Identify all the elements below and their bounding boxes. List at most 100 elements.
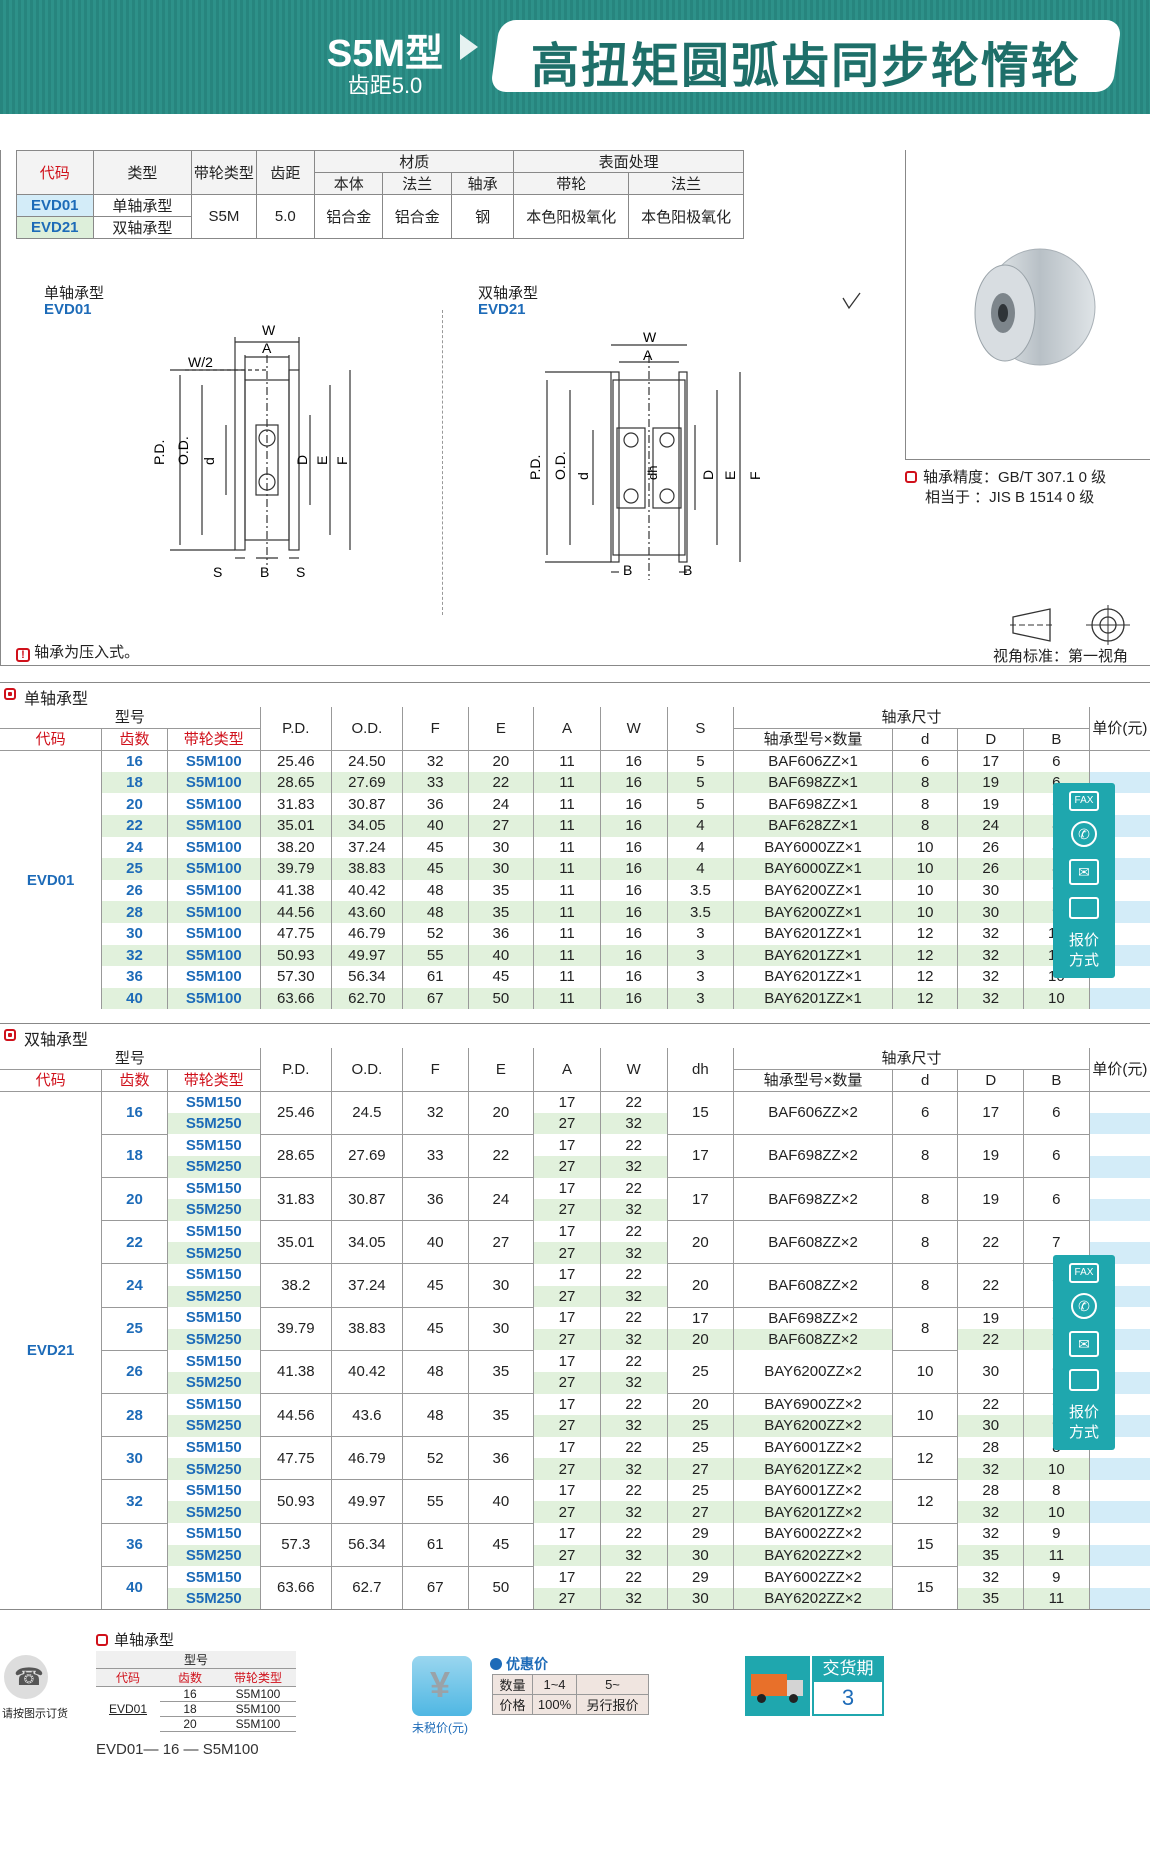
table-cell: 11 bbox=[533, 814, 601, 837]
contact-box-2[interactable]: FAX ✆ ✉ 报价 方式 bbox=[1053, 1255, 1115, 1450]
single-h-belt: 带轮类型 bbox=[167, 728, 261, 751]
section-bullet-icon bbox=[4, 688, 16, 700]
price-cell[interactable] bbox=[1089, 1199, 1150, 1221]
table-cell: S5M100 bbox=[167, 944, 261, 967]
double-label: 双轴承型 bbox=[478, 285, 539, 302]
table-cell: 17 bbox=[533, 1307, 601, 1329]
table-cell: BAY6200ZZ×1 bbox=[733, 879, 893, 902]
order-section-title: 单轴承型 bbox=[114, 1632, 175, 1649]
price-cell[interactable] bbox=[1089, 1501, 1150, 1524]
table-cell: BAF608ZZ×2 bbox=[733, 1263, 893, 1308]
table-cell: 24 bbox=[468, 1177, 535, 1222]
double-h-brg-model: 轴承型号×数量 bbox=[733, 1069, 893, 1092]
table-cell: 32 bbox=[957, 1501, 1025, 1524]
price-cell[interactable] bbox=[1089, 1155, 1150, 1178]
discount-title: 优惠价 bbox=[490, 1654, 548, 1674]
contact-box-1[interactable]: FAX ✆ ✉ 报价 方式 bbox=[1053, 783, 1115, 978]
table-cell: 8 bbox=[892, 1307, 959, 1351]
discount-q2: 5~ bbox=[576, 1674, 649, 1695]
double-h-B: B bbox=[1023, 1069, 1090, 1092]
table-cell: S5M150 bbox=[167, 1566, 261, 1588]
price-cell[interactable] bbox=[1089, 1566, 1150, 1588]
table-cell: 27 bbox=[533, 1242, 601, 1264]
table-cell: 30 bbox=[957, 901, 1025, 923]
bullet-icon bbox=[96, 1634, 108, 1646]
price-cell[interactable] bbox=[1089, 1544, 1150, 1567]
table-cell: 11 bbox=[533, 901, 601, 923]
price-cell[interactable] bbox=[1089, 1112, 1150, 1135]
price-cell[interactable] bbox=[1089, 1587, 1150, 1610]
table-cell: 32 bbox=[600, 1155, 668, 1178]
table-cell: 35.01 bbox=[260, 1220, 332, 1265]
table-cell: BAY6002ZZ×2 bbox=[733, 1566, 893, 1588]
price-cell[interactable] bbox=[1089, 1523, 1150, 1545]
table-cell: BAF698ZZ×1 bbox=[733, 771, 893, 794]
price-cell[interactable] bbox=[1089, 987, 1150, 1010]
table-cell: 27 bbox=[533, 1328, 601, 1351]
single-bearing-drawing: W A W/2 P.D. O.D. d D E F S B S bbox=[151, 322, 351, 580]
table-cell: 56.34 bbox=[331, 966, 403, 988]
table-cell: BAY6202ZZ×2 bbox=[733, 1544, 893, 1567]
table-cell: 46.79 bbox=[331, 1436, 403, 1481]
table-cell: 32 bbox=[600, 1371, 668, 1394]
table-cell: 8 bbox=[892, 771, 959, 794]
single-h-a: A bbox=[533, 707, 601, 751]
table-cell: 24.5 bbox=[331, 1091, 403, 1135]
table-cell: 15 bbox=[667, 1091, 735, 1135]
price-cell[interactable] bbox=[1089, 1134, 1150, 1156]
table-cell: BAY6001ZZ×2 bbox=[733, 1479, 893, 1502]
table-cell: 61 bbox=[402, 966, 469, 988]
price-cell[interactable] bbox=[1089, 1479, 1150, 1502]
table-cell: 3 bbox=[667, 944, 735, 967]
price-cell[interactable] bbox=[1089, 750, 1150, 772]
double-section-bar: 双轴承型 bbox=[0, 1023, 1150, 1049]
single-h-pd: P.D. bbox=[260, 707, 332, 751]
delivery-days: 3 bbox=[814, 1682, 882, 1714]
table-cell: 17 bbox=[667, 1307, 735, 1329]
table-cell: 27.69 bbox=[331, 1134, 403, 1179]
table-cell: 26 bbox=[101, 879, 168, 902]
table-cell: 28.65 bbox=[260, 1134, 332, 1179]
table-cell: S5M250 bbox=[167, 1155, 261, 1178]
order-h-belt: 带轮类型 bbox=[220, 1668, 296, 1687]
dim-w2: W/2 bbox=[188, 354, 213, 370]
order-teeth-1: 16 bbox=[160, 1686, 220, 1702]
spec-h-flange2: 法兰 bbox=[628, 172, 744, 195]
spec-h-code: 代码 bbox=[16, 150, 94, 195]
table-cell: 27 bbox=[667, 1501, 735, 1524]
table-cell: 30.87 bbox=[331, 1177, 403, 1222]
table-cell: 17 bbox=[533, 1566, 601, 1588]
price-cell[interactable] bbox=[1089, 1220, 1150, 1243]
table-cell: 35.01 bbox=[260, 814, 332, 837]
table-cell: S5M100 bbox=[167, 771, 261, 794]
table-cell: 25 bbox=[667, 1350, 735, 1395]
price-cell[interactable] bbox=[1089, 1177, 1150, 1200]
table-cell: 25.46 bbox=[260, 1091, 332, 1135]
table-cell: 49.97 bbox=[331, 1479, 403, 1524]
price-cell[interactable] bbox=[1089, 1458, 1150, 1480]
table-cell: 22 bbox=[600, 1263, 668, 1286]
table-cell: 22 bbox=[600, 1307, 668, 1329]
mail-icon: ✉ bbox=[1069, 1331, 1099, 1357]
table-cell: 22 bbox=[957, 1393, 1025, 1416]
spec-h-pulley: 带轮 bbox=[513, 172, 630, 195]
table-cell: 22 bbox=[101, 814, 168, 837]
table-cell: 19 bbox=[957, 1177, 1025, 1222]
table-cell: 40 bbox=[468, 1479, 535, 1524]
table-cell: 32 bbox=[600, 1112, 668, 1135]
table-cell: BAF698ZZ×2 bbox=[733, 1307, 893, 1329]
table-cell: 30 bbox=[957, 1350, 1025, 1395]
table-cell: 16 bbox=[600, 922, 668, 945]
table-cell: 6 bbox=[1023, 1177, 1090, 1222]
table-cell: 48 bbox=[402, 1393, 469, 1438]
table-cell: 52 bbox=[402, 1436, 469, 1481]
price-cell[interactable] bbox=[1089, 1091, 1150, 1113]
dim-s-right: S bbox=[296, 564, 305, 580]
table-cell: 20 bbox=[667, 1220, 735, 1265]
